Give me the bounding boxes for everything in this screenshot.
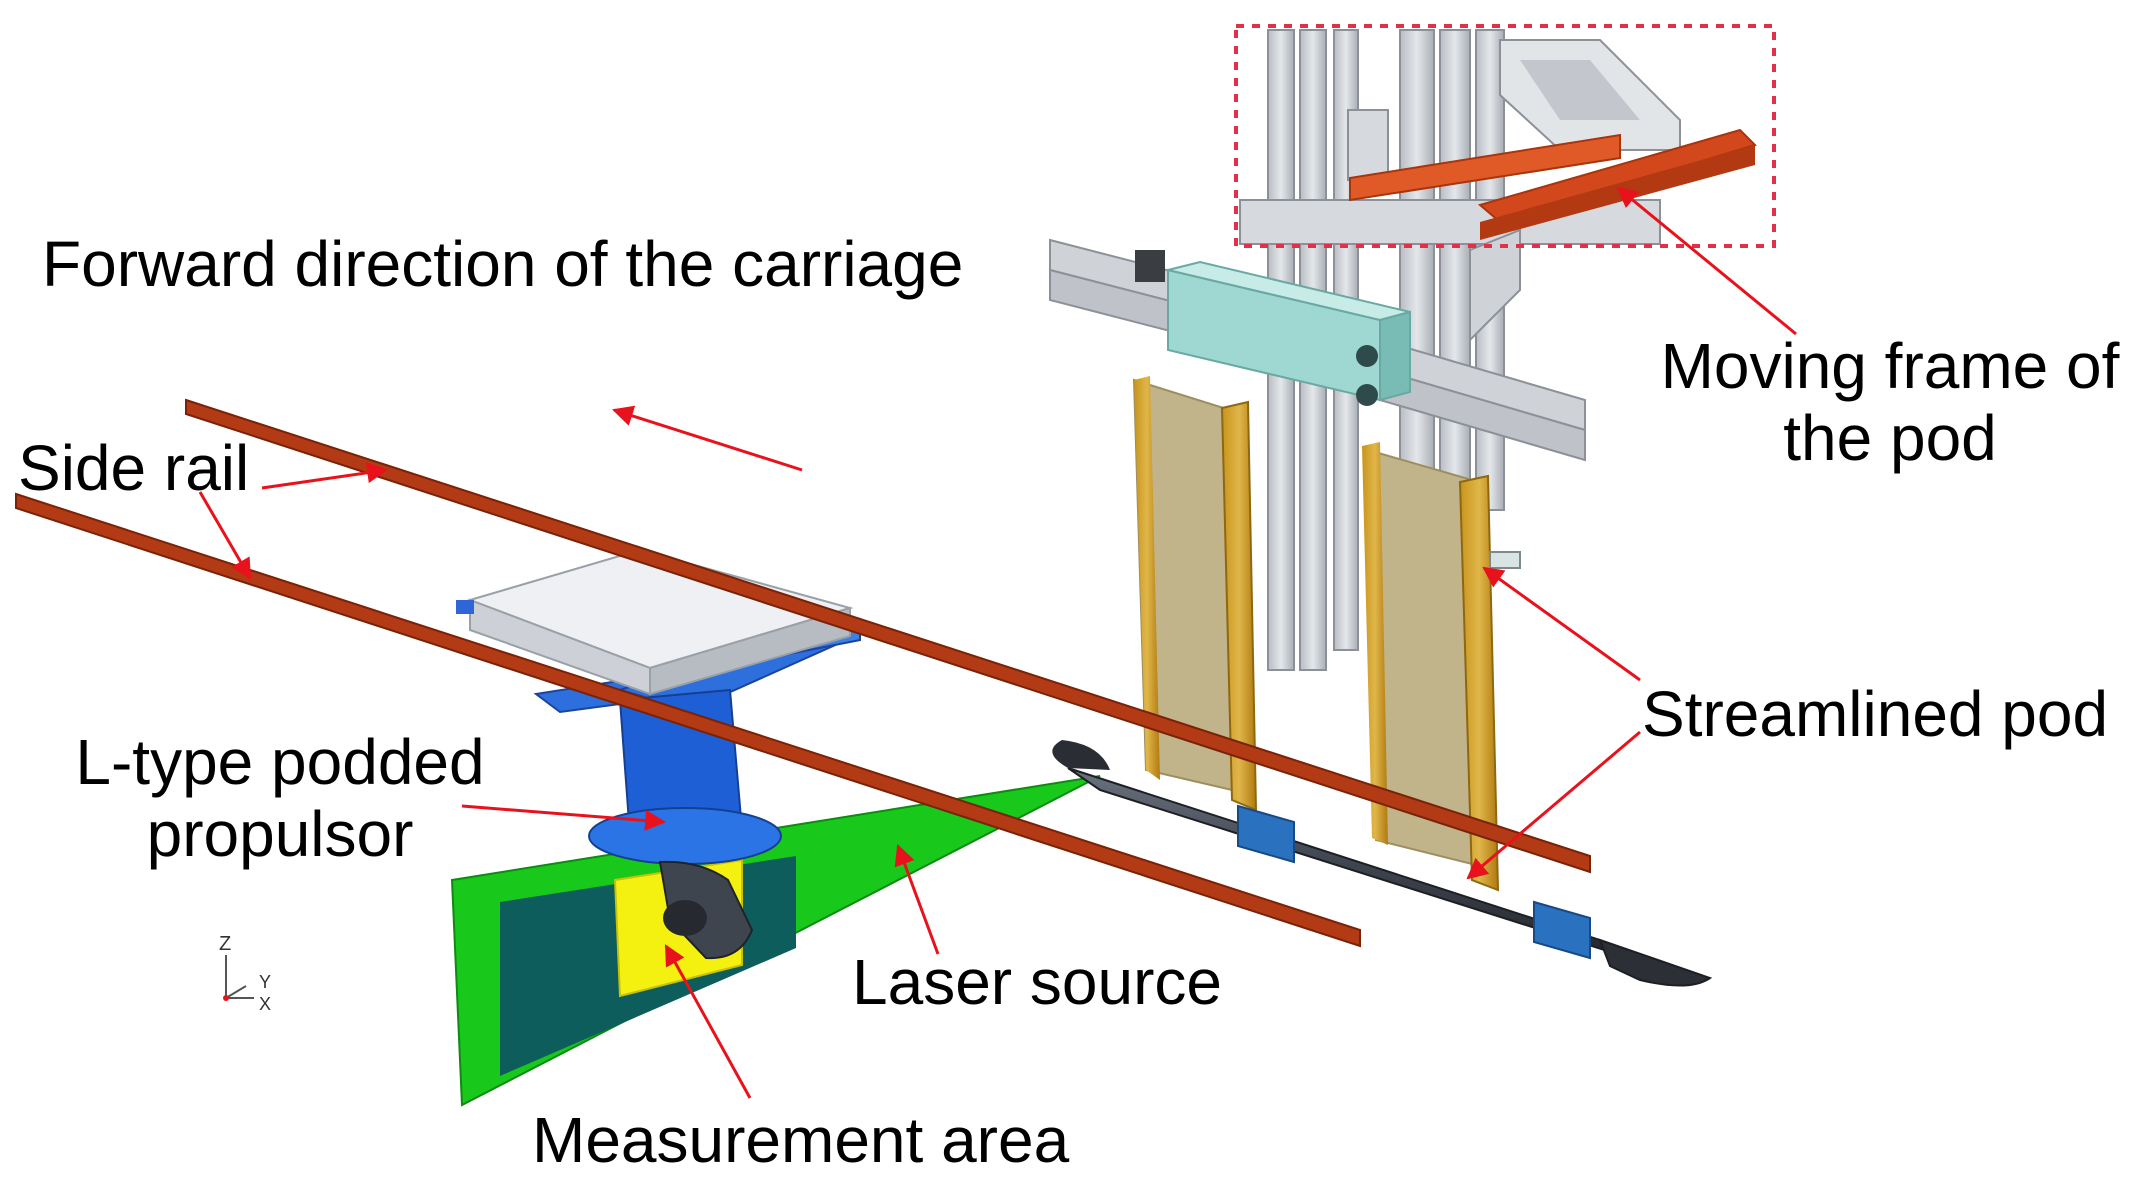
forward-direction-label: Forward direction of the carriage	[42, 228, 964, 300]
side-rail-label: Side rail	[18, 432, 250, 504]
moving-frame-dashed-box	[1234, 24, 1776, 248]
propulsor-label-line2: propulsor	[146, 798, 414, 870]
side-rails	[15, 398, 1591, 948]
axis-z-label: Z	[219, 933, 231, 955]
moving-frame-arrow	[1616, 186, 1797, 336]
propulsor-label: L-type podded propulsor	[40, 726, 520, 870]
forward-direction-arrow	[611, 405, 803, 472]
streamlined-pod-arrow-lower	[1466, 730, 1641, 880]
axis-y-label: Y	[259, 972, 271, 992]
axis-x-label: X	[259, 994, 271, 1014]
propulsor-arrow	[461, 804, 667, 831]
side-rail-arrow-lower	[198, 491, 252, 580]
side-rail-arrow-upper	[261, 462, 389, 490]
carriage-box	[456, 548, 854, 696]
streamlined-pod-struts	[1132, 376, 1521, 892]
annotation-arrows	[198, 186, 1797, 1099]
moving-frame-label-line1: Moving frame of	[1660, 330, 2120, 402]
propulsor-label-line1: L-type podded	[75, 726, 485, 798]
laser-source-label: Laser source	[852, 946, 1222, 1018]
measurement-area-arrow	[664, 944, 752, 1099]
moving-frame-label: Moving frame of the pod	[1640, 330, 2140, 474]
moving-frame	[1049, 24, 1776, 671]
laser-source-arrow	[894, 844, 940, 955]
moving-frame-label-line2: the pod	[1783, 402, 1997, 474]
streamlined-pod-arrow-upper	[1482, 566, 1641, 682]
streamlined-pod-label: Streamlined pod	[1642, 678, 2109, 750]
measurement-area-label: Measurement area	[532, 1104, 1070, 1176]
axis-triad: Z Y X	[219, 933, 271, 1014]
streamlined-pod-body	[1052, 740, 1713, 987]
pod-mount-block	[1135, 250, 1411, 406]
